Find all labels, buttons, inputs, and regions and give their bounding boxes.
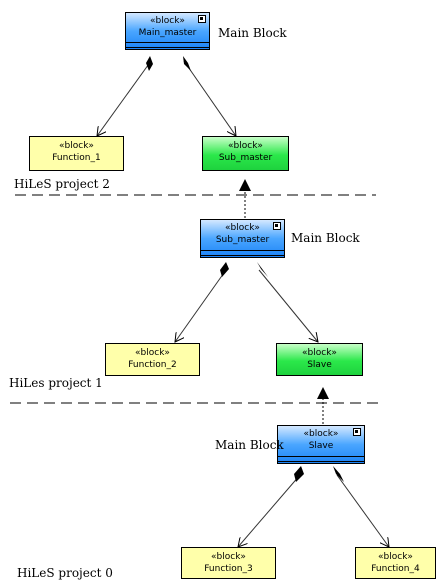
block-compartment	[126, 47, 209, 49]
project-label-2: HiLeS project 2	[14, 177, 110, 191]
composition-link[interactable]	[258, 269, 318, 342]
block-name: Function_1	[52, 153, 101, 163]
block-function-1[interactable]: «block» Function_1	[29, 136, 124, 171]
composite-diamond-icon	[146, 56, 153, 71]
block-stereotype: «block»	[303, 429, 339, 439]
composition-link[interactable]	[97, 60, 152, 136]
block-stereotype: «block»	[378, 552, 413, 562]
compartment-marker: ...	[239, 250, 246, 258]
block-function-2[interactable]: «block» Function_2	[105, 343, 200, 376]
block-slave-reference[interactable]: «block» Slave	[276, 343, 363, 376]
decomposition-icon	[353, 428, 361, 436]
main-block-label: Main Block	[291, 231, 360, 245]
block-sub-master[interactable]: «block» Sub_master ...	[200, 219, 285, 258]
project-label-0: HiLeS project 0	[17, 566, 113, 580]
block-compartment	[126, 42, 209, 45]
block-stereotype: «block»	[59, 141, 94, 151]
composition-link[interactable]	[238, 474, 301, 547]
composite-diamond-icon	[220, 262, 229, 277]
block-function-3[interactable]: «block» Function_3	[181, 547, 276, 579]
block-stereotype: «block»	[211, 552, 246, 562]
block-stereotype: «block»	[150, 16, 185, 26]
block-stereotype: «block»	[135, 348, 170, 358]
block-compartment	[278, 461, 364, 463]
composite-diamond-icon	[333, 466, 344, 482]
composite-diamond-icon	[183, 56, 191, 71]
block-stereotype: «block»	[302, 348, 337, 358]
decomposition-icon	[198, 15, 206, 23]
composition-link[interactable]	[183, 60, 236, 136]
block-compartment	[201, 250, 284, 253]
main-block-label: Main Block	[218, 26, 287, 40]
block-name: Function_4	[371, 564, 420, 574]
block-name: Slave	[307, 360, 332, 370]
block-name: Sub_master	[218, 153, 273, 163]
block-compartment	[278, 456, 364, 459]
block-sub-master-reference[interactable]: «block» Sub_master	[202, 136, 289, 171]
composite-diamond-icon	[294, 466, 304, 482]
block-stereotype: «block»	[225, 223, 260, 233]
block-main-master[interactable]: «block» Main_master ...	[125, 12, 210, 50]
block-slave[interactable]: «block» Slave ...	[277, 425, 365, 464]
block-name: Sub_master	[215, 235, 270, 245]
composition-link[interactable]	[175, 269, 227, 342]
compartment-marker: ...	[317, 456, 325, 464]
composite-diamond-icon	[257, 262, 268, 277]
block-function-4[interactable]: «block» Function_4	[355, 547, 436, 579]
compartment-marker: ...	[164, 42, 171, 50]
main-block-label: Main Block	[215, 438, 284, 452]
composition-link[interactable]	[336, 474, 389, 547]
block-name: Function_3	[204, 564, 253, 574]
block-compartment	[201, 255, 284, 257]
block-stereotype: «block»	[228, 141, 263, 151]
decomposition-icon	[273, 222, 281, 230]
block-name: Function_2	[128, 360, 177, 370]
project-label-1: HiLes project 1	[9, 376, 103, 390]
block-name: Slave	[308, 441, 334, 451]
block-name: Main_master	[138, 28, 197, 38]
